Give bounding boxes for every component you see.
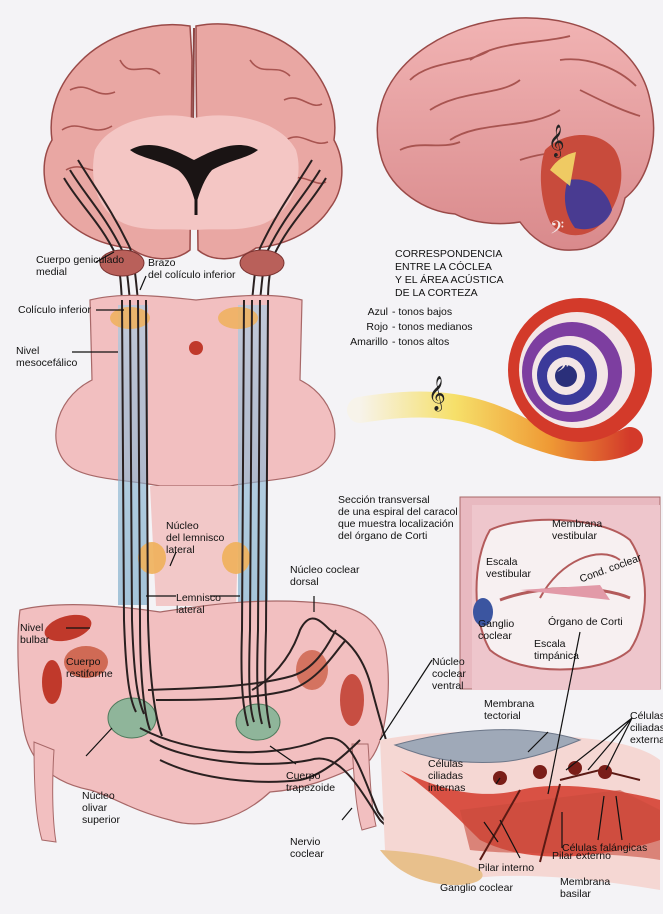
bass-clef-icon: 𝄢 xyxy=(550,218,564,243)
label-organo-corti: Órgano de Corti xyxy=(548,616,623,628)
legend-row-yellow: Amarillo- tonos altos xyxy=(348,335,473,350)
correspondence-title: CORRESPONDENCIA ENTRE LA CÓCLEA Y EL ÁRE… xyxy=(395,248,504,300)
bass-clef-icon: 𝄢 xyxy=(556,356,569,380)
label-celulas-falangicas: Células falángicas xyxy=(562,842,647,854)
label-pilar-interno: Pilar interno xyxy=(478,862,534,874)
legend-row-red: Rojo- tonos medianos xyxy=(348,320,473,335)
label-ganglio-coclear: Ganglio coclear xyxy=(440,882,513,894)
tone-legend: Azul- tonos bajos Rojo- tonos medianos A… xyxy=(348,305,473,350)
treble-clef-icon: 𝄞 xyxy=(428,376,446,411)
legend-row-blue: Azul- tonos bajos xyxy=(348,305,473,320)
label-celulas-ciliadas-externas: Célulasciliadasexternas xyxy=(630,710,663,746)
section-note: Sección transversal de una espiral del c… xyxy=(338,494,458,542)
label-coliculo-inferior: Colículo inferior xyxy=(18,304,91,316)
treble-clef-icon: 𝄞 xyxy=(548,124,565,158)
lateral-brain xyxy=(377,18,653,250)
